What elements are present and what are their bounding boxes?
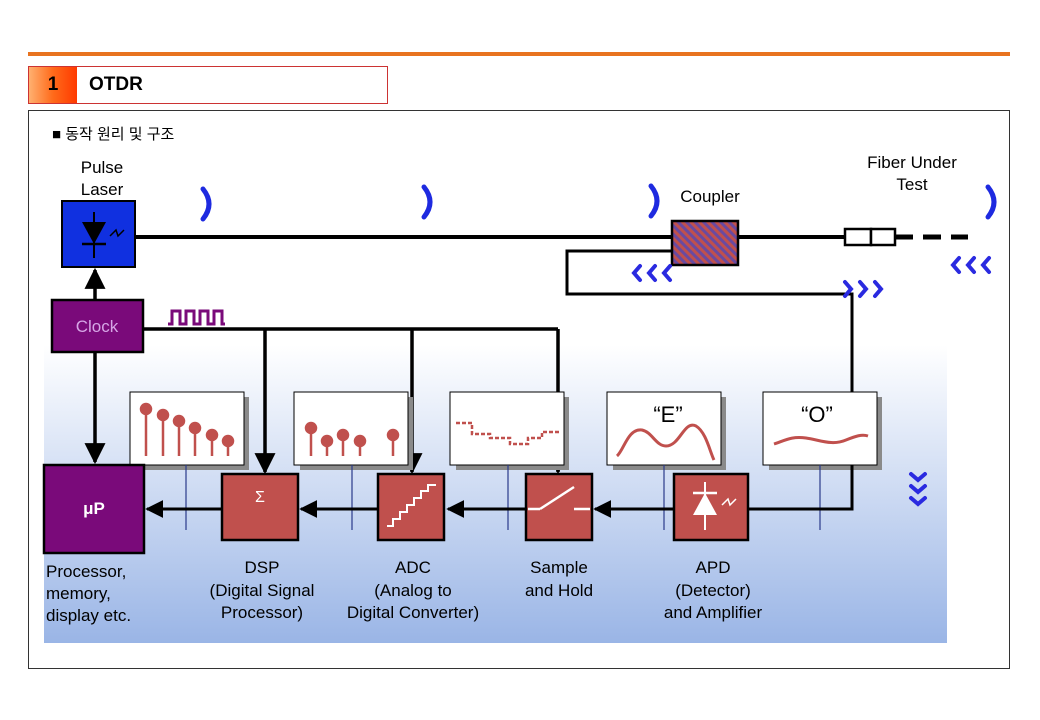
clock-label: Clock: [76, 317, 119, 336]
backscatter-chevrons-left-icon: [631, 264, 672, 282]
clock-pulse-icon: [168, 309, 225, 326]
diagram-gradient-background: [44, 345, 947, 643]
fiber-connector: [843, 227, 897, 247]
dsp-label-1: DSP: [245, 558, 280, 577]
adc-label-3: Digital Converter): [347, 603, 479, 622]
coupler-label: Coupler: [680, 187, 740, 206]
forward-wave-mark-2: [421, 184, 433, 220]
dsp-block: [220, 472, 300, 542]
coupler-return-loop: [565, 249, 854, 393]
coupler-block: [670, 219, 740, 267]
waveform-o-label: “O”: [801, 402, 833, 427]
section-title: OTDR: [89, 74, 143, 95]
switch-icon: [528, 485, 590, 511]
backscatter-chevrons-right-icon: [950, 256, 991, 274]
header-accent-line: [28, 52, 1010, 56]
section-number: 1: [29, 67, 77, 103]
dsp-symbol: Σ: [255, 489, 265, 506]
photodiode-icon: [693, 482, 737, 530]
dsp-label-2: (Digital Signal: [210, 581, 315, 600]
dsp-label-3: Processor): [221, 603, 303, 622]
apd-label-3: and Amplifier: [664, 603, 763, 622]
fiber-label-2: Test: [896, 175, 927, 194]
return-chevrons-icon: [843, 280, 884, 298]
clock-block: [50, 298, 145, 354]
processor-label-1: Processor,: [46, 562, 126, 581]
staircase-icon: [387, 484, 436, 527]
forward-wave-mark-1: [200, 186, 212, 222]
waveform-e-label: “E”: [653, 402, 682, 427]
laser-diode-icon: [82, 212, 125, 258]
forward-wave-mark-4: [985, 184, 997, 220]
diagram-frame: [28, 110, 1010, 669]
waveform-panel-sample-hold: [449, 391, 569, 470]
waveform-panel-dsp: [129, 391, 249, 470]
forward-wave-mark-3: [648, 183, 660, 219]
adc-label-2: (Analog to: [374, 581, 452, 600]
pulse-laser-label-1: Pulse: [81, 158, 124, 177]
section-heading: ■ 동작 원리 및 구조: [52, 126, 175, 143]
waveform-panel-adc: [293, 391, 413, 470]
pulse-laser-label-2: Laser: [81, 180, 124, 199]
adc-label-1: ADC: [395, 558, 431, 577]
adc-block: [376, 472, 446, 542]
panel-connector-lines: [185, 465, 821, 530]
fiber-label-1: Fiber Under: [867, 153, 957, 172]
section-title-box: 1 OTDR: [28, 66, 388, 104]
processor-block: [42, 463, 146, 555]
waveform-panel-e: “E”: [606, 391, 726, 470]
pulse-laser-block: [61, 200, 136, 268]
processor-label-2: memory,: [46, 584, 111, 603]
apd-label-2: (Detector): [675, 581, 751, 600]
waveform-panel-o: “O”: [762, 391, 882, 470]
sample-hold-block: [524, 472, 594, 542]
sample-hold-label-2: and Hold: [525, 581, 593, 600]
down-chevrons-icon: [909, 472, 927, 507]
sample-hold-label-1: Sample: [530, 558, 588, 577]
processor-label-3: display etc.: [46, 606, 131, 625]
apd-label-1: APD: [696, 558, 731, 577]
o-to-apd-line: [749, 465, 854, 511]
processor-symbol: μP: [83, 499, 105, 518]
